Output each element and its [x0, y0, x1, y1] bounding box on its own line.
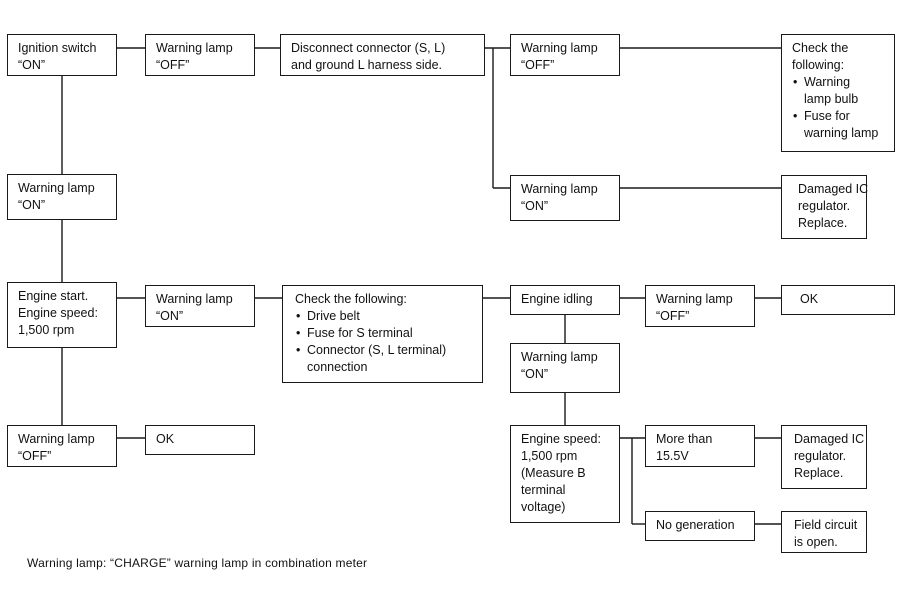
- text-line: Engine idling: [521, 292, 593, 306]
- box-damaged-ic-regulator-2: Damaged IC regulator. Replace.: [781, 425, 867, 489]
- box-warning-lamp-off-3: Warning lamp “OFF”: [645, 285, 755, 327]
- text-line: Replace.: [794, 466, 844, 480]
- text-line: Fuse for S terminal: [307, 326, 413, 340]
- box-disconnect-connector: Disconnect connector (S, L) and ground L…: [280, 34, 485, 76]
- box-more-than-15v: More than 15.5V: [645, 425, 755, 467]
- text-line: Warning lamp: [656, 292, 733, 306]
- text-line: “ON”: [521, 367, 549, 381]
- list-item: Fuse for warning lamp: [792, 108, 894, 142]
- list-item: Drive belt: [295, 308, 482, 325]
- box-check-lamp-bulb: Check the following: Warning lamp bulb F…: [781, 34, 895, 152]
- box-field-circuit-open: Field circuit is open.: [781, 511, 867, 553]
- text-line: “OFF”: [18, 449, 52, 463]
- text-line: Warning lamp: [156, 41, 233, 55]
- footnote: Warning lamp: “CHARGE” warning lamp in c…: [27, 556, 368, 570]
- box-warning-lamp-on-4: Warning lamp “ON”: [510, 343, 620, 393]
- text-line: connection: [307, 360, 368, 374]
- box-warning-lamp-off-1: Warning lamp “OFF”: [145, 34, 255, 76]
- box-warning-lamp-on-1: Warning lamp “ON”: [7, 174, 117, 220]
- text-line: “ON”: [18, 198, 46, 212]
- text-line: Warning lamp: [521, 350, 598, 364]
- text-line: Disconnect connector (S, L): [291, 41, 446, 55]
- text-line: “ON”: [156, 309, 184, 323]
- box-warning-lamp-off-2: Warning lamp “OFF”: [510, 34, 620, 76]
- text-line: voltage): [521, 500, 566, 514]
- box-no-generation: No generation: [645, 511, 755, 541]
- text-line: Check the: [792, 41, 849, 55]
- text-line: “OFF”: [656, 309, 690, 323]
- text-line: Check the following:: [295, 292, 407, 306]
- text-line: and ground L harness side.: [291, 58, 443, 72]
- text-line: Replace.: [798, 216, 848, 230]
- list-item: Warning lamp bulb: [792, 74, 894, 108]
- box-warning-lamp-off-4: Warning lamp “OFF”: [7, 425, 117, 467]
- text-line: is open.: [794, 535, 838, 549]
- text-line: Warning lamp: [18, 432, 95, 446]
- text-line: (Measure B: [521, 466, 586, 480]
- box-ok-2: OK: [145, 425, 255, 455]
- list-item: Fuse for S terminal: [295, 325, 482, 342]
- text-line: Connector (S, L terminal): [307, 343, 447, 357]
- text-line: Engine speed:: [521, 432, 601, 446]
- text-line: No generation: [656, 518, 735, 532]
- box-warning-lamp-on-2: Warning lamp “ON”: [510, 175, 620, 221]
- text-line: Damaged IC: [794, 432, 865, 446]
- text-line: “ON”: [18, 58, 46, 72]
- text-line: “OFF”: [156, 58, 190, 72]
- text-line: 1,500 rpm: [18, 323, 75, 337]
- text-line: lamp bulb: [804, 92, 859, 106]
- text-line: Engine speed:: [18, 306, 98, 320]
- text-line: terminal: [521, 483, 566, 497]
- text-line: “OFF”: [521, 58, 555, 72]
- text-line: Warning lamp: [156, 292, 233, 306]
- list-item: Connector (S, L terminal) connection: [295, 342, 482, 376]
- box-engine-start: Engine start. Engine speed: 1,500 rpm: [7, 282, 117, 348]
- check-list: Drive belt Fuse for S terminal Connector…: [295, 308, 482, 376]
- text-line: More than: [656, 432, 713, 446]
- check-list: Warning lamp bulb Fuse for warning lamp: [792, 74, 894, 142]
- text-line: Warning: [804, 75, 851, 89]
- text-line: warning lamp: [804, 126, 879, 140]
- text-line: 1,500 rpm: [521, 449, 578, 463]
- text-line: Warning lamp: [18, 181, 95, 195]
- text-line: Warning lamp: [521, 41, 598, 55]
- text-line: Field circuit: [794, 518, 858, 532]
- box-engine-idling: Engine idling: [510, 285, 620, 315]
- text-line: 15.5V: [656, 449, 689, 463]
- text-line: Warning lamp: [521, 182, 598, 196]
- text-line: Drive belt: [307, 309, 360, 323]
- box-damaged-ic-regulator-1: Damaged IC regulator. Replace.: [781, 175, 869, 239]
- box-engine-speed-measure: Engine speed: 1,500 rpm (Measure B termi…: [510, 425, 620, 523]
- text-line: Ignition switch: [18, 41, 97, 55]
- box-warning-lamp-on-3: Warning lamp “ON”: [145, 285, 255, 327]
- text-line: Engine start.: [18, 289, 89, 303]
- text-line: Damaged IC: [798, 182, 869, 196]
- text-line: regulator.: [798, 199, 851, 213]
- box-ok-1: OK: [781, 285, 895, 315]
- text-line: “ON”: [521, 199, 549, 213]
- text-line: OK: [800, 292, 819, 306]
- text-line: OK: [156, 432, 175, 446]
- box-check-drive-belt: Check the following: Drive belt Fuse for…: [282, 285, 483, 383]
- text-line: following:: [792, 58, 845, 72]
- box-ignition-switch-on: Ignition switch “ON”: [7, 34, 117, 76]
- text-line: Fuse for: [804, 109, 850, 123]
- text-line: regulator.: [794, 449, 847, 463]
